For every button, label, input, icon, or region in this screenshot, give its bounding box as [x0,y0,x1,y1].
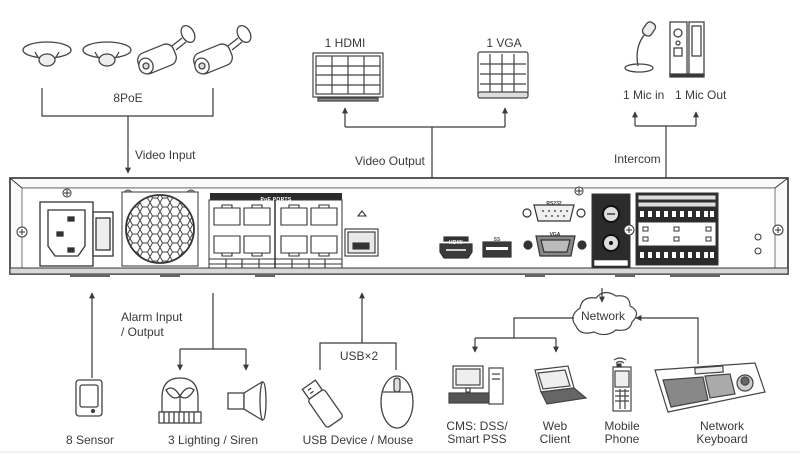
usb-connection-lines [319,292,397,370]
mobile-phone-label-line2: Phone [604,432,640,446]
network-hub-label: Network [580,309,626,323]
mic-in-label: 1 Mic in [623,88,665,102]
vga-port-label: VGA [549,232,561,238]
mobile-phone-label-line1: Mobile [604,419,640,433]
usb-device-mouse-label: USB Device / Mouse [302,433,414,447]
dome-camera-icon [22,41,72,67]
network-keyboard-icon [654,362,766,413]
mouse-icon [380,375,414,429]
vga-monitor-icon [477,51,529,99]
lighting-siren-label: 3 Lighting / Siren [167,433,259,447]
cms-label-line2: Smart PSS [447,432,507,446]
bullet-camera-icon [193,24,252,75]
alarm-io-label-line1: Alarm Input [121,310,183,324]
usb-flash-drive-icon [301,379,343,428]
poe-label: 8PoE [113,91,143,105]
video-input-label: Video Input [135,148,196,162]
bullet-camera-icon [137,24,196,75]
rs232-label: RS232 [546,201,562,207]
vga-display-label: 1 VGA [486,36,522,50]
alarm-terminal-block[interactable] [635,192,719,266]
network-port-icon[interactable] [344,210,379,257]
intercom-label: Intercom [614,152,661,166]
speaker-icon [669,21,705,78]
power-switch-icon[interactable] [92,211,114,257]
alarm-connection-lines [89,292,249,378]
usb-port-icon[interactable] [482,241,512,258]
rs232-port-icon[interactable] [522,204,586,222]
hdmi-port-label: HDMI [449,240,463,246]
hdmi-port-icon[interactable] [439,236,473,259]
sensor-icon [75,379,103,417]
cms-label-line1: CMS: DSS/ [446,419,508,433]
fan-grille-icon [121,191,199,267]
network-cloud-icon [572,291,638,336]
siren-icon [227,380,267,422]
video-output-label: Video Output [355,154,425,168]
ethernet-port-icon[interactable] [209,204,342,268]
display-bracket-line [342,107,508,178]
warning-light-icon [158,377,202,424]
sensor-label: 8 Sensor [65,433,115,447]
desktop-pc-icon [448,365,504,405]
power-inlet-icon [39,201,94,267]
alarm-io-label-line2: / Output [121,325,164,339]
mobile-phone-icon [612,357,632,412]
laptop-icon [534,365,588,405]
hdmi-display-label: 1 HDMI [324,36,366,50]
network-keyboard-label-line1: Network [699,419,745,433]
audio-bracket-line [632,111,699,178]
web-client-label-line2: Client [539,432,571,446]
web-client-label-line1: Web [542,419,568,433]
poe-ports-header: PoE PORTS [260,197,292,203]
microphone-icon [624,21,657,73]
vga-port-icon[interactable] [523,235,587,257]
mic-out-label: 1 Mic Out [675,88,727,102]
dome-camera-icon [82,41,132,67]
usb-port-label: SS [493,237,501,243]
hdmi-monitor-icon [312,52,384,102]
camera-bracket-line [41,88,214,174]
network-connection-lines [472,288,699,364]
usb-count-label: USB×2 [339,349,379,363]
audio-port-panel[interactable] [591,193,635,269]
network-keyboard-label-line2: Keyboard [696,432,748,446]
